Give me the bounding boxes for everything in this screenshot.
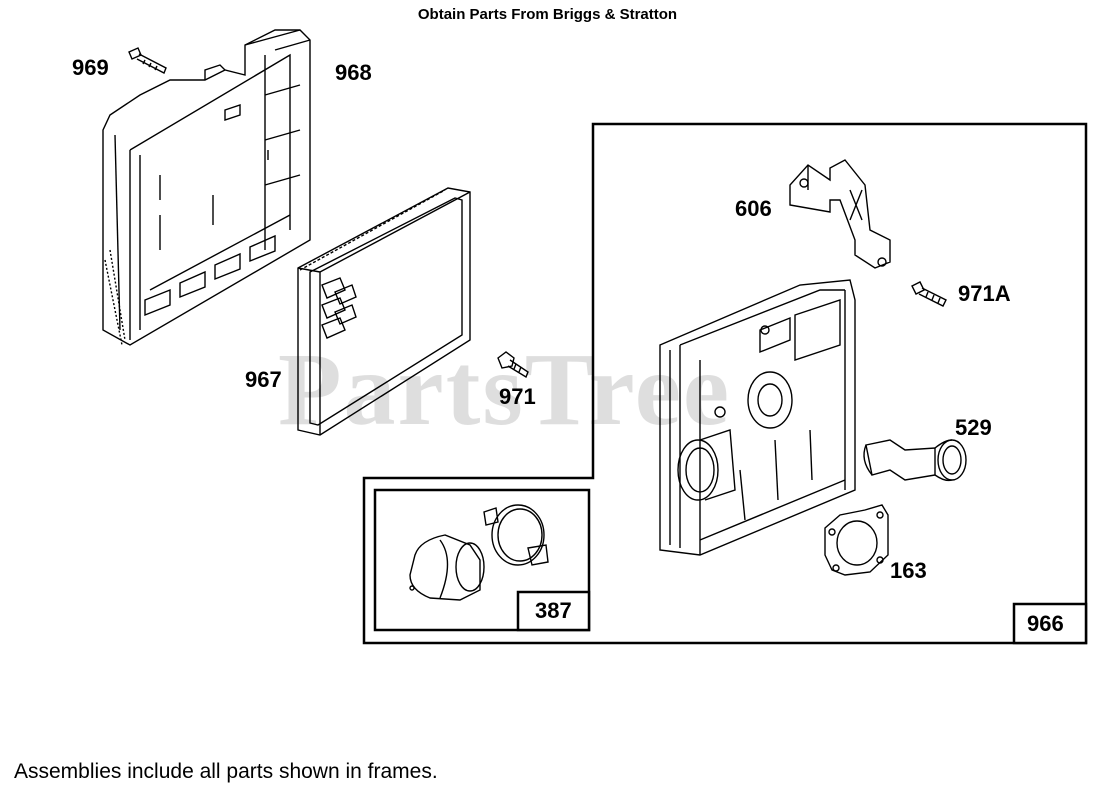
- assembly-label-box-387: [516, 590, 591, 632]
- callout-971a: 971A: [958, 281, 1011, 306]
- callout-606: 606: [735, 196, 772, 221]
- footer-note: Assemblies include all parts shown in fr…: [14, 760, 438, 783]
- callout-529: 529: [955, 415, 992, 440]
- page-title: Obtain Parts From Briggs & Stratton: [417, 6, 678, 23]
- callout-387: 387: [535, 598, 572, 623]
- callout-968: 968: [335, 60, 372, 85]
- air-filter-967-icon: [297, 187, 471, 436]
- callout-163: 163: [890, 558, 927, 583]
- cartridge-387-icon: [409, 534, 485, 601]
- watermark: PartsTree: [278, 332, 732, 447]
- bracket-606-icon: [789, 159, 891, 269]
- bolt-969-icon: [128, 47, 167, 74]
- assembly-frame-387: [373, 488, 591, 632]
- air-cleaner-base-966-icon: [659, 279, 856, 556]
- gasket-163-icon: [824, 504, 889, 576]
- callout-967: 967: [245, 367, 282, 392]
- screw-971-icon: [497, 351, 529, 379]
- assembly-label-box-966: [1012, 602, 1088, 645]
- assembly-frame-966: [362, 122, 1088, 645]
- elbow-tube-529-icon: [863, 439, 967, 482]
- clamp-387-icon: [483, 504, 549, 566]
- air-cleaner-cover-968-icon: [102, 29, 311, 346]
- callout-971: 971: [499, 384, 536, 409]
- callout-969: 969: [72, 55, 109, 80]
- bolt-971a-icon: [911, 281, 947, 307]
- callout-966: 966: [1027, 611, 1064, 636]
